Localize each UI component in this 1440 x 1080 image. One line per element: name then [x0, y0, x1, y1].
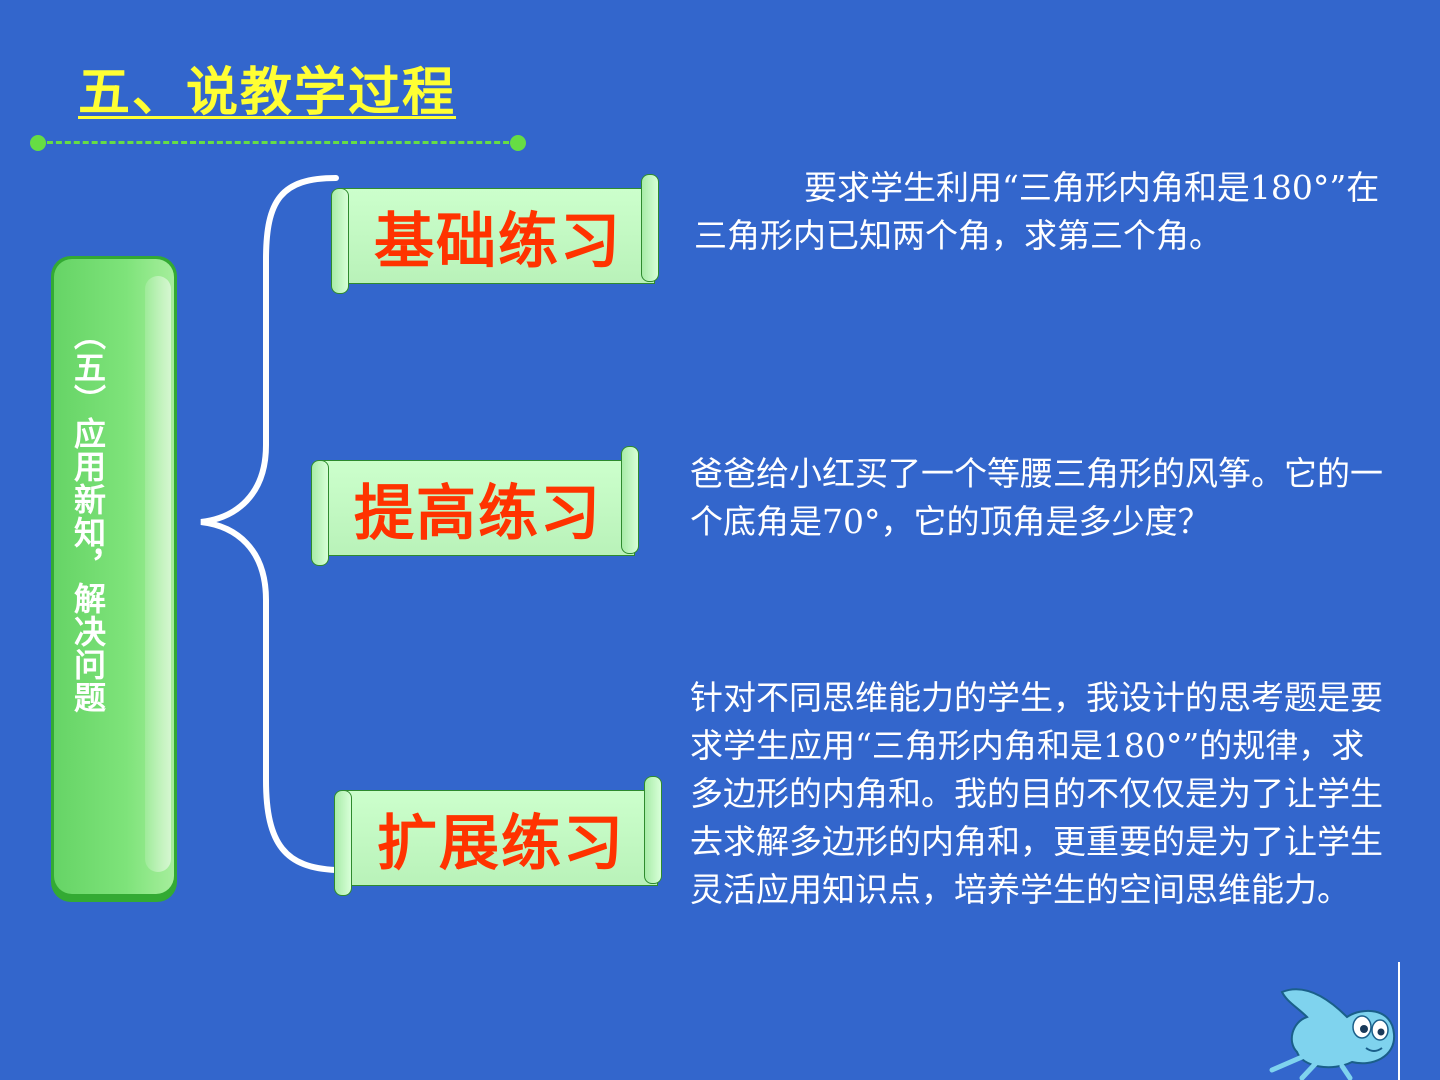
- section-description-basic: 要求学生利用“三角形内角和是180°”在三角形内已知两个角，求第三个角。: [694, 168, 1380, 255]
- section-label-advanced: 提高练习: [354, 478, 602, 549]
- side-label-text: （五）应用新知，解决问题: [69, 318, 107, 714]
- curly-brace-icon: [200, 175, 339, 873]
- scroll-banner-advanced: 提高练习: [311, 446, 639, 566]
- water-drop-mascot-icon: [1269, 962, 1400, 1080]
- section-description-advanced: 爸爸给小红买了一个等腰三角形的风筝。它的一个底角是70°，它的顶角是多少度？: [690, 454, 1383, 541]
- section-label-basic: 基础练习: [374, 206, 622, 277]
- title-divider: [30, 133, 526, 153]
- scroll-banner-extended: 扩展练习: [334, 776, 662, 896]
- section-label-extended: 扩展练习: [377, 808, 625, 879]
- side-label-pill: [51, 256, 177, 902]
- scroll-banner-basic: 基础练习: [331, 174, 659, 294]
- section-description-extended: 针对不同思维能力的学生，我设计的思考题是要求学生应用“三角形内角和是180°”的…: [690, 678, 1383, 909]
- slide-title: 五、说教学过程: [78, 63, 457, 123]
